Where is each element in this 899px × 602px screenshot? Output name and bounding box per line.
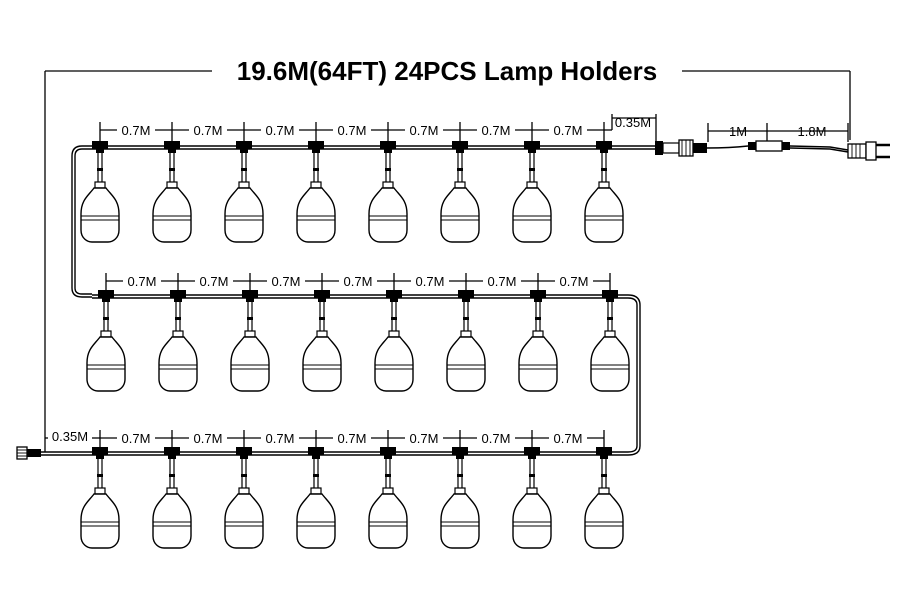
- spacing-label: 0.7M: [338, 123, 367, 138]
- spacing-label: 0.7M: [416, 274, 445, 289]
- spacing-label: 0.7M: [122, 431, 151, 446]
- edison-bulb-icon: [512, 446, 552, 549]
- spacing-label: 0.7M: [128, 274, 157, 289]
- edison-bulb-icon: [230, 289, 270, 392]
- spacing-label: 0.7M: [344, 274, 373, 289]
- top-row-end-label: 0.35M: [615, 115, 651, 130]
- edison-bulb-icon: [80, 446, 120, 549]
- spacing-label: 0.7M: [122, 123, 151, 138]
- edison-bulb-icon: [296, 140, 336, 243]
- edison-bulb-icon: [86, 289, 126, 392]
- lead-connector-label: 1M: [729, 124, 747, 139]
- spacing-label: 0.7M: [194, 123, 223, 138]
- edison-bulb-icon: [152, 446, 192, 549]
- spacing-label: 0.7M: [266, 431, 295, 446]
- edison-bulb-icon: [296, 446, 336, 549]
- edison-bulb-icon: [302, 289, 342, 392]
- cables: [40, 145, 658, 456]
- spacing-label: 0.7M: [560, 274, 589, 289]
- spacing-label: 0.7M: [338, 431, 367, 446]
- edison-bulb-icon: [158, 289, 198, 392]
- edison-bulb-icon: [224, 446, 264, 549]
- spacing-label: 0.7M: [410, 123, 439, 138]
- spacing-label: 0.7M: [200, 274, 229, 289]
- edison-bulb-icon: [440, 140, 480, 243]
- bottom-row-start-label: 0.35M: [52, 429, 88, 444]
- spacing-dimension-lines: [45, 114, 657, 447]
- edison-bulb-icon: [512, 140, 552, 243]
- diagram-title: 19.6M(64FT) 24PCS Lamp Holders: [237, 56, 657, 86]
- plug-icon: [847, 141, 890, 161]
- edison-bulb-icon: [368, 140, 408, 243]
- edison-bulb-icon: [518, 289, 558, 392]
- end-cap-connector-icon: [16, 446, 41, 460]
- edison-bulb-icon: [368, 446, 408, 549]
- edison-bulb-icon: [152, 140, 192, 243]
- spacing-label: 0.7M: [482, 123, 511, 138]
- spacing-label: 0.7M: [554, 123, 583, 138]
- edison-bulb-icon: [374, 289, 414, 392]
- spacing-label: 0.7M: [410, 431, 439, 446]
- bulb-groups: [80, 140, 630, 549]
- overall-dimension-line: [44, 70, 851, 452]
- spacing-label: 0.7M: [482, 431, 511, 446]
- edison-bulb-icon: [440, 446, 480, 549]
- edison-bulb-icon: [224, 140, 264, 243]
- spacing-label: 0.7M: [194, 431, 223, 446]
- power-lead: [655, 139, 849, 157]
- spacing-label: 0.7M: [488, 274, 517, 289]
- lead-plug-label: 1.8M: [798, 124, 827, 139]
- spacing-label: 0.7M: [554, 431, 583, 446]
- edison-bulb-icon: [590, 289, 630, 392]
- row-bottom-spacing-labels: 0.7M 0.7M 0.7M 0.7M 0.7M 0.7M 0.7M: [122, 431, 583, 446]
- edison-bulb-icon: [446, 289, 486, 392]
- spacing-label: 0.7M: [272, 274, 301, 289]
- row-top-spacing-labels: 0.7M 0.7M 0.7M 0.7M 0.7M 0.7M 0.7M: [122, 123, 583, 138]
- lead-dimensions: [707, 123, 849, 142]
- spacing-label: 0.7M: [266, 123, 295, 138]
- edison-bulb-icon: [584, 140, 624, 243]
- row-middle-spacing-labels: 0.7M 0.7M 0.7M 0.7M 0.7M 0.7M 0.7M: [128, 274, 589, 289]
- edison-bulb-icon: [584, 446, 624, 549]
- edison-bulb-icon: [80, 140, 120, 243]
